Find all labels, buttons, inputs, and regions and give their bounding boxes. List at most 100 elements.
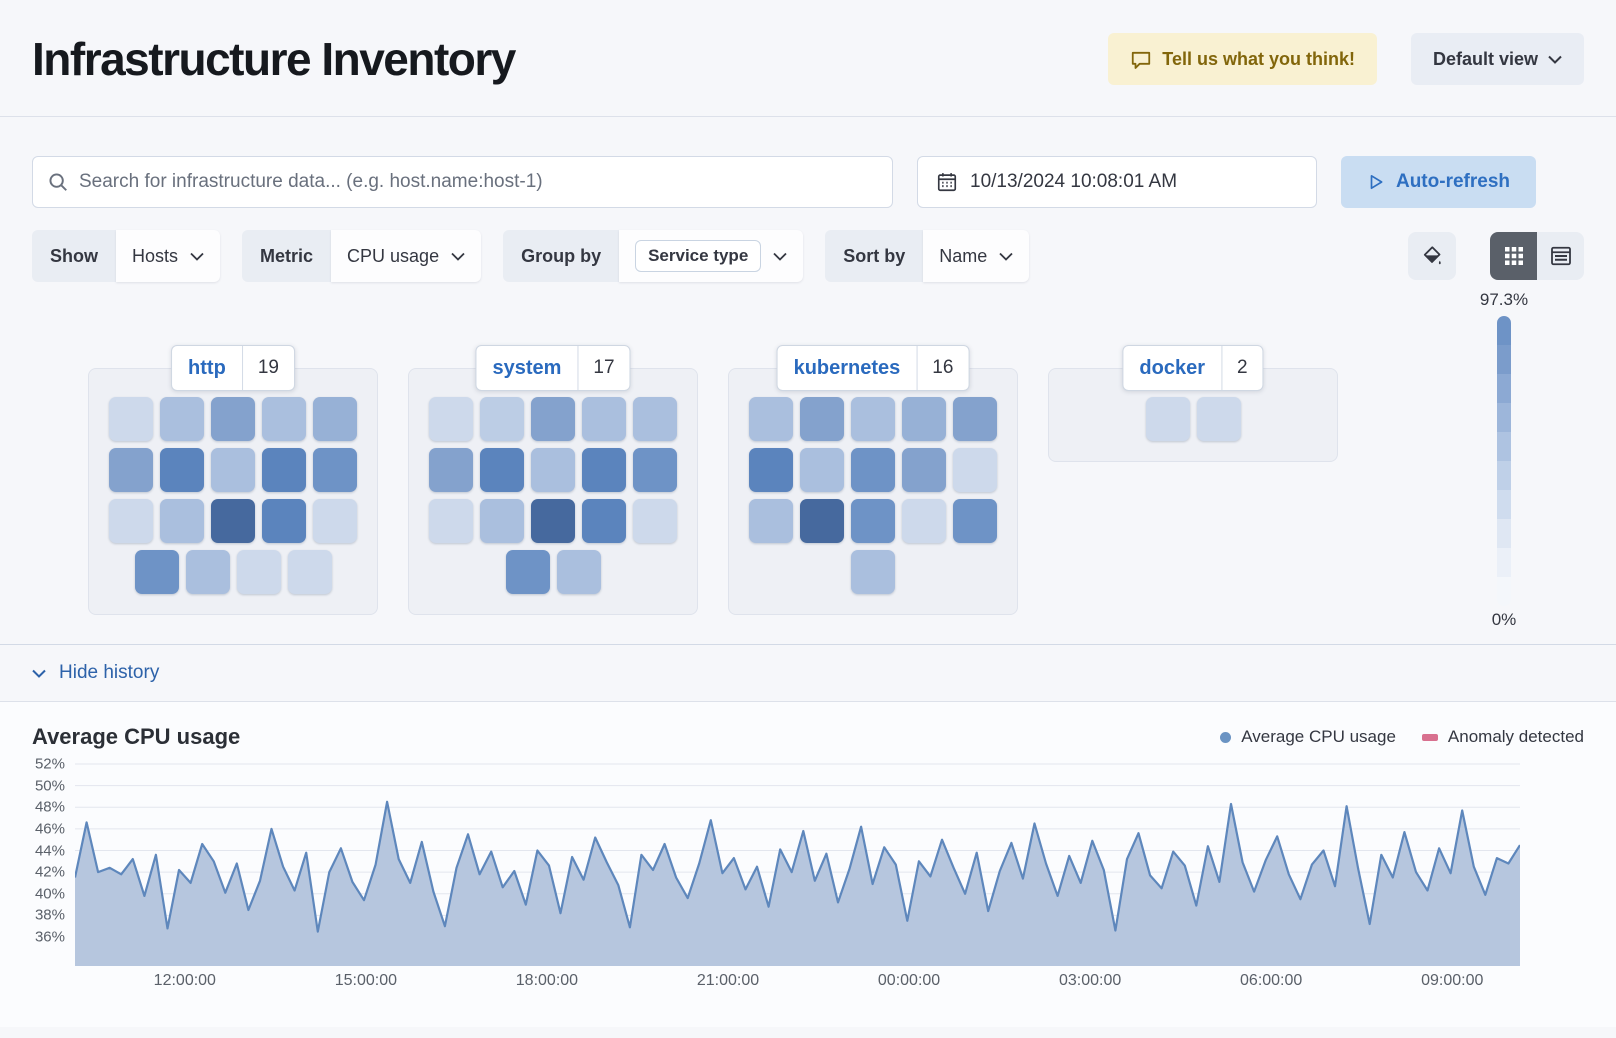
service-group-name[interactable]: system <box>492 356 562 379</box>
groupby-filter-pill[interactable]: Service type <box>635 240 762 272</box>
host-tile[interactable] <box>480 499 524 543</box>
host-tile[interactable] <box>902 397 946 441</box>
host-tile[interactable] <box>531 397 575 441</box>
host-tile[interactable] <box>505 550 550 594</box>
service-group-name[interactable]: http <box>188 356 226 379</box>
host-tile[interactable] <box>953 397 997 441</box>
host-tile[interactable] <box>749 499 793 543</box>
host-tile[interactable] <box>1196 397 1241 441</box>
host-tile[interactable] <box>633 499 677 543</box>
hide-history-button[interactable]: Hide history <box>32 662 159 684</box>
service-group-count: 16 <box>932 357 954 378</box>
metric-filter-label: Metric <box>242 230 332 282</box>
y-axis-tick-label: 48% <box>34 798 65 816</box>
service-group-name[interactable]: kubernetes <box>793 356 901 379</box>
host-tile[interactable] <box>851 550 895 594</box>
host-tile[interactable] <box>531 499 575 543</box>
host-tile[interactable] <box>287 550 332 594</box>
host-tile[interactable] <box>1145 397 1190 441</box>
groupby-filter-group: Group by Service type <box>503 230 804 282</box>
grid-view-button[interactable] <box>1490 232 1537 280</box>
feedback-label: Tell us what you think! <box>1162 48 1355 69</box>
host-tile[interactable] <box>211 499 255 543</box>
host-tile[interactable] <box>633 397 677 441</box>
host-tile[interactable] <box>160 448 204 492</box>
auto-refresh-button[interactable]: Auto-refresh <box>1341 156 1536 208</box>
service-group-name[interactable]: docker <box>1139 356 1206 379</box>
view-selector-button[interactable]: Default view <box>1410 33 1584 85</box>
host-tile[interactable] <box>582 499 626 543</box>
host-tile[interactable] <box>800 448 844 492</box>
host-tile[interactable] <box>429 397 473 441</box>
host-tile[interactable] <box>902 499 946 543</box>
chevron-down-icon <box>1548 55 1562 64</box>
host-tile[interactable] <box>236 550 281 594</box>
host-tile[interactable] <box>582 397 626 441</box>
search-box[interactable] <box>32 156 893 208</box>
host-tile[interactable] <box>185 550 230 594</box>
x-axis-tick-label: 12:00:00 <box>153 972 216 989</box>
host-tile[interactable] <box>109 499 153 543</box>
host-tile[interactable] <box>313 448 357 492</box>
host-tile[interactable] <box>749 448 793 492</box>
service-group-card: kubernetes 16 <box>728 345 1018 615</box>
feedback-button[interactable]: Tell us what you think! <box>1108 33 1377 85</box>
host-tile[interactable] <box>109 448 153 492</box>
host-tile[interactable] <box>262 499 306 543</box>
host-tile[interactable] <box>953 499 997 543</box>
y-axis-tick-label: 44% <box>34 842 65 859</box>
sortby-filter-group: Sort by Name <box>825 230 1030 282</box>
host-tile[interactable] <box>160 499 204 543</box>
host-tile[interactable] <box>211 448 255 492</box>
chevron-down-icon <box>190 252 204 261</box>
show-filter-value[interactable]: Hosts <box>116 230 221 282</box>
host-tile[interactable] <box>480 397 524 441</box>
groupby-filter-value[interactable]: Service type <box>619 230 804 282</box>
host-tile[interactable] <box>429 448 473 492</box>
host-tile[interactable] <box>109 397 153 441</box>
service-group-badge[interactable]: kubernetes 16 <box>776 345 970 391</box>
play-icon <box>1367 173 1385 191</box>
hide-history-label: Hide history <box>59 662 160 683</box>
host-tile[interactable] <box>749 397 793 441</box>
legend-item-anomaly[interactable]: Anomaly detected <box>1421 727 1584 747</box>
show-filter-label: Show <box>32 230 116 282</box>
host-tile[interactable] <box>429 499 473 543</box>
host-tile[interactable] <box>800 397 844 441</box>
host-tile[interactable] <box>851 448 895 492</box>
grid-view-icon <box>1502 244 1526 268</box>
host-tile[interactable] <box>556 550 601 594</box>
host-tile[interactable] <box>902 448 946 492</box>
host-tile[interactable] <box>134 550 179 594</box>
sortby-filter-value[interactable]: Name <box>923 230 1030 282</box>
sortby-filter-label: Sort by <box>825 230 924 282</box>
legend-item-cpu[interactable]: Average CPU usage <box>1220 727 1396 747</box>
table-view-button[interactable] <box>1537 232 1584 280</box>
host-tile[interactable] <box>313 397 357 441</box>
color-palette-button[interactable] <box>1408 232 1456 280</box>
metric-filter-value[interactable]: CPU usage <box>331 230 482 282</box>
host-tile[interactable] <box>953 448 997 492</box>
host-tile[interactable] <box>160 397 204 441</box>
host-tile[interactable] <box>582 448 626 492</box>
host-tile[interactable] <box>262 448 306 492</box>
host-tile[interactable] <box>480 448 524 492</box>
host-tile[interactable] <box>633 448 677 492</box>
metric-filter-group: Metric CPU usage <box>242 230 482 282</box>
date-picker-button[interactable]: 10/13/2024 10:08:01 AM <box>917 156 1317 208</box>
host-tile[interactable] <box>313 499 357 543</box>
host-tile[interactable] <box>211 397 255 441</box>
host-tile[interactable] <box>851 499 895 543</box>
host-tile[interactable] <box>262 397 306 441</box>
host-tile[interactable] <box>531 448 575 492</box>
search-input[interactable] <box>79 171 878 193</box>
host-tile[interactable] <box>851 397 895 441</box>
search-icon <box>47 171 69 193</box>
host-tile[interactable] <box>800 499 844 543</box>
